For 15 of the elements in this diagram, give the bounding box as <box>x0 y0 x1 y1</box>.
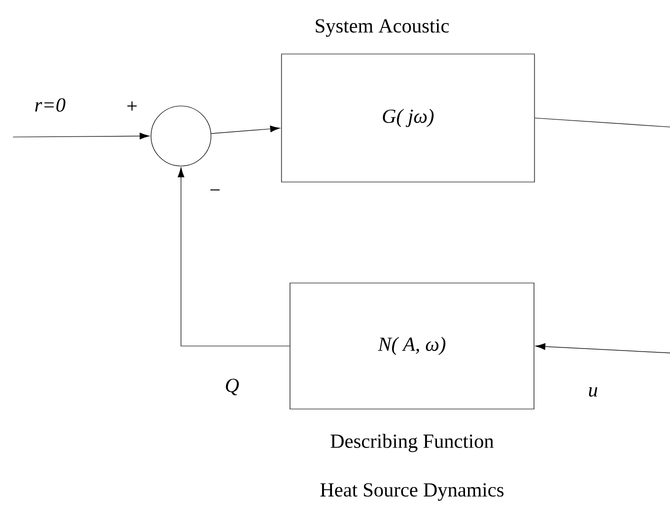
block-caption: Heat Source Dynamics <box>320 483 504 501</box>
block-title: System Acoustic <box>316 19 449 37</box>
summing-junction <box>150 106 212 166</box>
arrow <box>535 343 670 354</box>
arrow <box>178 167 290 346</box>
sign-label: − <box>210 189 220 190</box>
signal-label: Q <box>224 378 240 396</box>
block-box: N( A, ω) <box>290 282 534 410</box>
block-caption: Describing Function <box>330 434 494 452</box>
signal-label: r=0 <box>33 97 67 113</box>
arrow <box>12 132 150 140</box>
block-box: G( jω) <box>281 54 535 182</box>
arrow <box>210 126 280 134</box>
sign-label: + <box>127 101 137 111</box>
signal-label: u <box>587 386 599 398</box>
